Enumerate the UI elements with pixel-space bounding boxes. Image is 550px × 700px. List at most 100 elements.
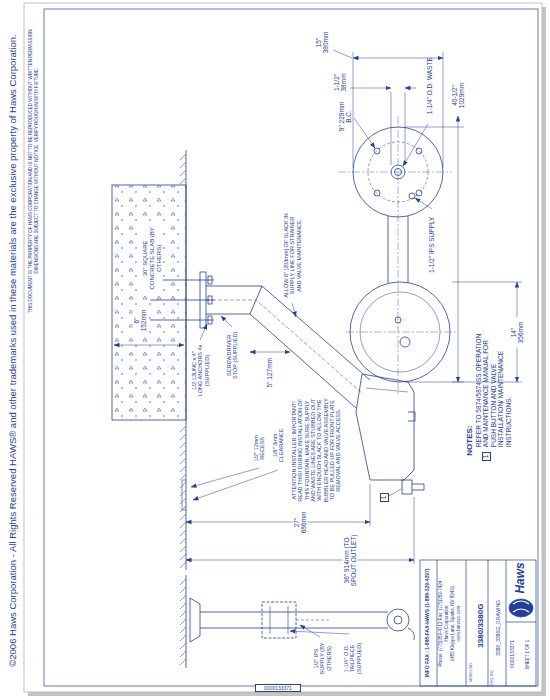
logo-mark	[509, 599, 533, 617]
hatch-stroke	[180, 178, 186, 184]
hatch-stroke	[180, 466, 186, 472]
hatch-stroke	[180, 546, 186, 552]
hatch-stroke	[180, 619, 186, 625]
hatch-stroke	[180, 579, 186, 585]
dimension-line	[186, 522, 370, 523]
hatch-stroke	[180, 587, 186, 593]
dimension: 6" 152mm	[133, 305, 148, 335]
callout-box: 1	[380, 493, 389, 502]
part-label: 1-1/4" O.D. TAILPIECE (SUPPLIED)	[343, 636, 362, 680]
pedestal-flange	[200, 272, 206, 328]
bolt-hole	[374, 148, 380, 154]
part-label: 1-1/2" IPS SUPPLY	[428, 212, 435, 276]
dimension: 1/2" 12mm RECESS	[253, 431, 266, 465]
valve-body	[402, 480, 412, 494]
hatch-stroke	[180, 434, 186, 440]
part-label: SCREWDRIVER STOP (SUPPLIED)	[226, 330, 239, 380]
bolt-hole	[416, 148, 422, 154]
leader-line	[354, 118, 375, 148]
address: 1455 Kleppe Lane, Sparks, NV 89431	[450, 564, 455, 682]
dimension-line	[114, 345, 184, 346]
leader-line	[403, 124, 428, 166]
floor-line	[186, 575, 187, 668]
drawing-number-tab: 0000133371	[255, 684, 301, 692]
hatch-stroke	[180, 490, 186, 496]
dimension: 15" 380mm	[315, 27, 330, 57]
copyright-notice: ©2006 Haws Corporation - All Rights Rese…	[8, 10, 19, 690]
hatch-stroke	[180, 603, 186, 609]
header-note: THIS DOCUMENT IS THE PROPERTY OF HAWS CO…	[28, 15, 33, 325]
hatch-stroke	[180, 595, 186, 601]
plan-view	[333, 50, 522, 396]
dimension-line	[405, 88, 416, 89]
bolt-hole	[374, 190, 380, 196]
push-button	[412, 484, 424, 490]
hatch-stroke	[180, 538, 186, 544]
anchor-nut	[208, 276, 212, 284]
field-label: MODEL NO.	[469, 660, 473, 684]
hatch-stroke	[180, 659, 186, 665]
part-label: 1/2-13UNC x 4" LONG ANCHORS 4x (SUPPLIED…	[191, 342, 210, 397]
extension-line	[370, 484, 414, 564]
tailpiece	[270, 606, 288, 634]
hatch-stroke	[180, 450, 186, 456]
hatch-stroke	[180, 611, 186, 617]
sheet	[24, 3, 542, 692]
leader-line	[415, 198, 432, 209]
bolt-hole	[416, 190, 422, 196]
dimension-line	[350, 88, 391, 89]
concrete-slab	[112, 185, 186, 420]
pedestal-tube	[206, 286, 370, 408]
leader-line	[290, 631, 349, 634]
leader-line	[221, 316, 232, 327]
floor-line	[186, 150, 187, 570]
callout-number: 1	[381, 495, 388, 499]
hatch-stroke	[180, 514, 186, 520]
callout-number: 1	[483, 454, 490, 458]
hatch-stroke	[180, 651, 186, 657]
hatch-stroke	[180, 506, 186, 512]
drawing-number: 0000133371	[510, 624, 516, 684]
extension-line	[391, 92, 405, 165]
dimension: 27" 686mm	[293, 507, 308, 537]
dimension: 40-1/2" 1029mm	[451, 77, 466, 113]
dimension: 1-1/2" 38mm	[333, 67, 348, 97]
logo-stripes	[513, 601, 529, 612]
hatch-stroke	[180, 162, 186, 168]
leader-line	[200, 324, 207, 340]
leader-line	[292, 303, 296, 317]
note-text: REFER TO 5874/5874SS OPERATION AND MAINT…	[474, 322, 511, 447]
company-name: Haws Corporation	[444, 564, 449, 682]
dimension: 9" 229mm B.C.	[338, 99, 353, 133]
website: www.hawsco.com	[456, 564, 461, 682]
part-label: 30" SQUARE CONCRETE SLAB (BY OTHERS)	[142, 223, 163, 293]
hatch-stroke	[180, 498, 186, 504]
hatch-stroke	[180, 530, 186, 536]
hatch-stroke	[180, 442, 186, 448]
bowl	[387, 609, 409, 631]
bowl-rim	[366, 388, 408, 392]
pedestal-base	[190, 598, 200, 642]
extension-line	[405, 127, 464, 382]
note: ALLOW 8" [203mm] OF SLACK IN SUPPLY LINE…	[283, 210, 302, 300]
title-block	[420, 560, 536, 686]
floor-recess	[182, 480, 186, 510]
leader-line	[333, 50, 352, 58]
hatch-stroke	[180, 170, 186, 176]
note-callout-box: 1	[482, 452, 491, 461]
hatch-stroke	[180, 635, 186, 641]
info-fax: INFO FAX : 1-888-FAX-HAWS (1-888-329-429…	[425, 562, 431, 684]
leader-line	[300, 625, 320, 637]
sheet-border	[44, 9, 538, 686]
drawing-name: 3380_3380G_DRAWING	[496, 593, 502, 663]
drain	[400, 337, 410, 347]
supply-hole	[409, 193, 415, 199]
bubbler	[408, 412, 415, 421]
field-label: DWG. NO.	[490, 669, 494, 687]
dimension: 36" 914mm (TO SPOUT OUTLET)	[343, 530, 358, 590]
hatch-stroke	[180, 562, 186, 568]
contact-info: Phone: (775)359-4712 Fax: (775)359-7424	[438, 564, 443, 682]
push-button	[408, 628, 414, 640]
title-grid	[437, 560, 536, 686]
